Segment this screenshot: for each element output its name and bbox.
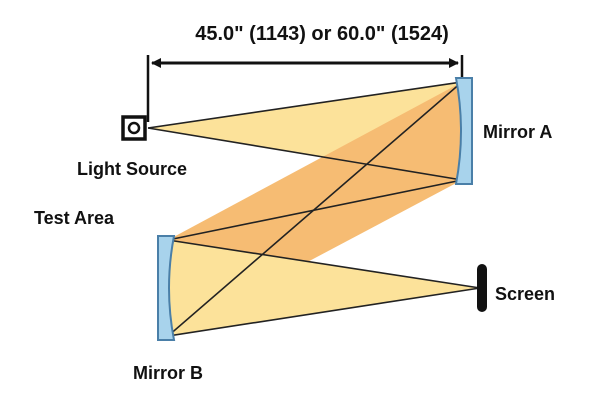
light-source-label: Light Source bbox=[77, 159, 187, 179]
mirror-a bbox=[454, 77, 473, 185]
test-area-label: Test Area bbox=[34, 208, 115, 228]
screen bbox=[477, 264, 487, 312]
beam-edge-rays-2 bbox=[147, 127, 481, 289]
dimension-indicator: 45.0" (1143) or 60.0" (1524) bbox=[146, 23, 464, 122]
beam-mirror-b-to-screen bbox=[168, 240, 480, 336]
mirror-b bbox=[157, 235, 176, 341]
mirror-a-body bbox=[454, 77, 473, 185]
screen-label: Screen bbox=[495, 284, 555, 304]
mirror-a-label: Mirror A bbox=[483, 122, 552, 142]
mirror-b-label: Mirror B bbox=[133, 363, 203, 383]
mirror-b-body bbox=[157, 235, 176, 341]
light-source-lamp-icon bbox=[127, 121, 141, 135]
screen-body bbox=[477, 264, 487, 312]
beam-edge-rays bbox=[147, 80, 481, 338]
dimension-label: 45.0" (1143) or 60.0" (1524) bbox=[195, 23, 449, 45]
light-source bbox=[121, 115, 147, 141]
light-beams bbox=[147, 80, 481, 338]
